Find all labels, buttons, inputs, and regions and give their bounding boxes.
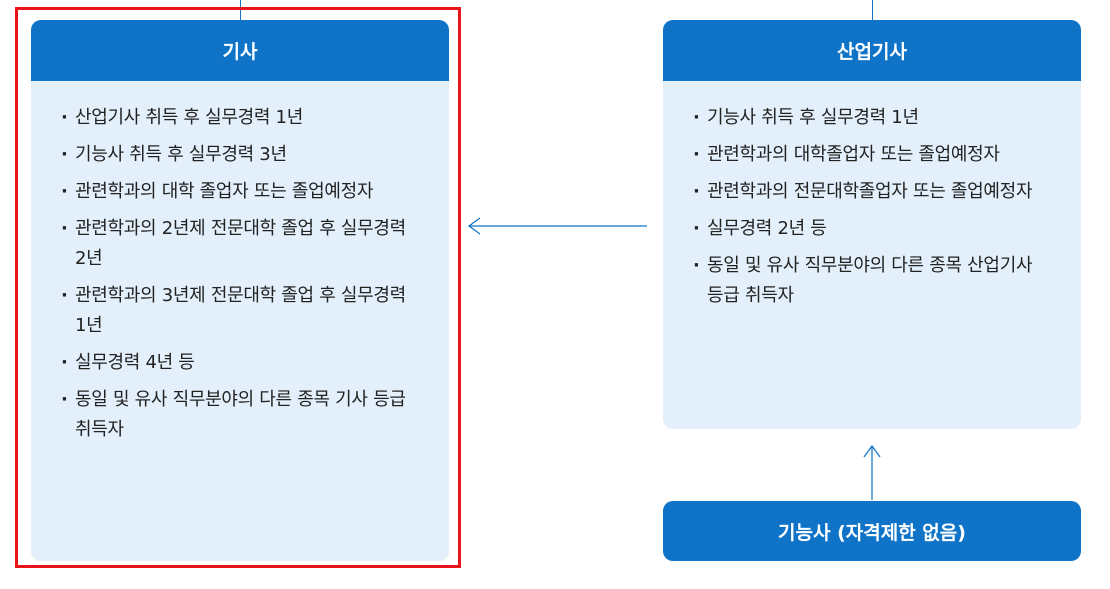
card-gisa-body: 산업기사 취득 후 실무경력 1년 기능사 취득 후 실무경력 3년 관련학과의… <box>31 81 449 445</box>
list-item: 관련학과의 3년제 전문대학 졸업 후 실무경력 1년 <box>61 281 419 341</box>
card-saneop-gisa-list: 기능사 취득 후 실무경력 1년 관련학과의 대학졸업자 또는 졸업예정자 관련… <box>693 103 1051 311</box>
list-item: 동일 및 유사 직무분야의 다른 종목 기사 등급 취득자 <box>61 385 419 445</box>
top-connector-right <box>872 0 873 20</box>
list-item: 실무경력 2년 등 <box>693 214 1051 244</box>
list-item: 동일 및 유사 직무분야의 다른 종목 산업기사 등급 취득자 <box>693 251 1051 311</box>
card-saneop-gisa-body: 기능사 취득 후 실무경력 1년 관련학과의 대학졸업자 또는 졸업예정자 관련… <box>663 81 1081 311</box>
card-gisa-title: 기사 <box>31 20 449 81</box>
list-item: 관련학과의 전문대학졸업자 또는 졸업예정자 <box>693 177 1051 207</box>
list-item: 산업기사 취득 후 실무경력 1년 <box>61 103 419 133</box>
card-saneop-gisa: 산업기사 기능사 취득 후 실무경력 1년 관련학과의 대학졸업자 또는 졸업예… <box>663 20 1081 429</box>
card-saneop-gisa-title: 산업기사 <box>663 20 1081 81</box>
arrow-left-icon <box>467 217 647 235</box>
card-gisa: 기사 산업기사 취득 후 실무경력 1년 기능사 취득 후 실무경력 3년 관련… <box>31 20 449 561</box>
list-item: 관련학과의 대학졸업자 또는 졸업예정자 <box>693 140 1051 170</box>
arrow-up-icon <box>863 444 881 500</box>
highlight-frame <box>15 7 461 568</box>
list-item: 실무경력 4년 등 <box>61 348 419 378</box>
list-item: 관련학과의 2년제 전문대학 졸업 후 실무경력 2년 <box>61 214 419 274</box>
list-item: 관련학과의 대학 졸업자 또는 졸업예정자 <box>61 177 419 207</box>
top-connector-left <box>240 0 241 20</box>
card-gisa-list: 산업기사 취득 후 실무경력 1년 기능사 취득 후 실무경력 3년 관련학과의… <box>61 103 419 445</box>
list-item: 기능사 취득 후 실무경력 1년 <box>693 103 1051 133</box>
list-item: 기능사 취득 후 실무경력 3년 <box>61 140 419 170</box>
box-gineungsa: 기능사 (자격제한 없음) <box>663 501 1081 561</box>
